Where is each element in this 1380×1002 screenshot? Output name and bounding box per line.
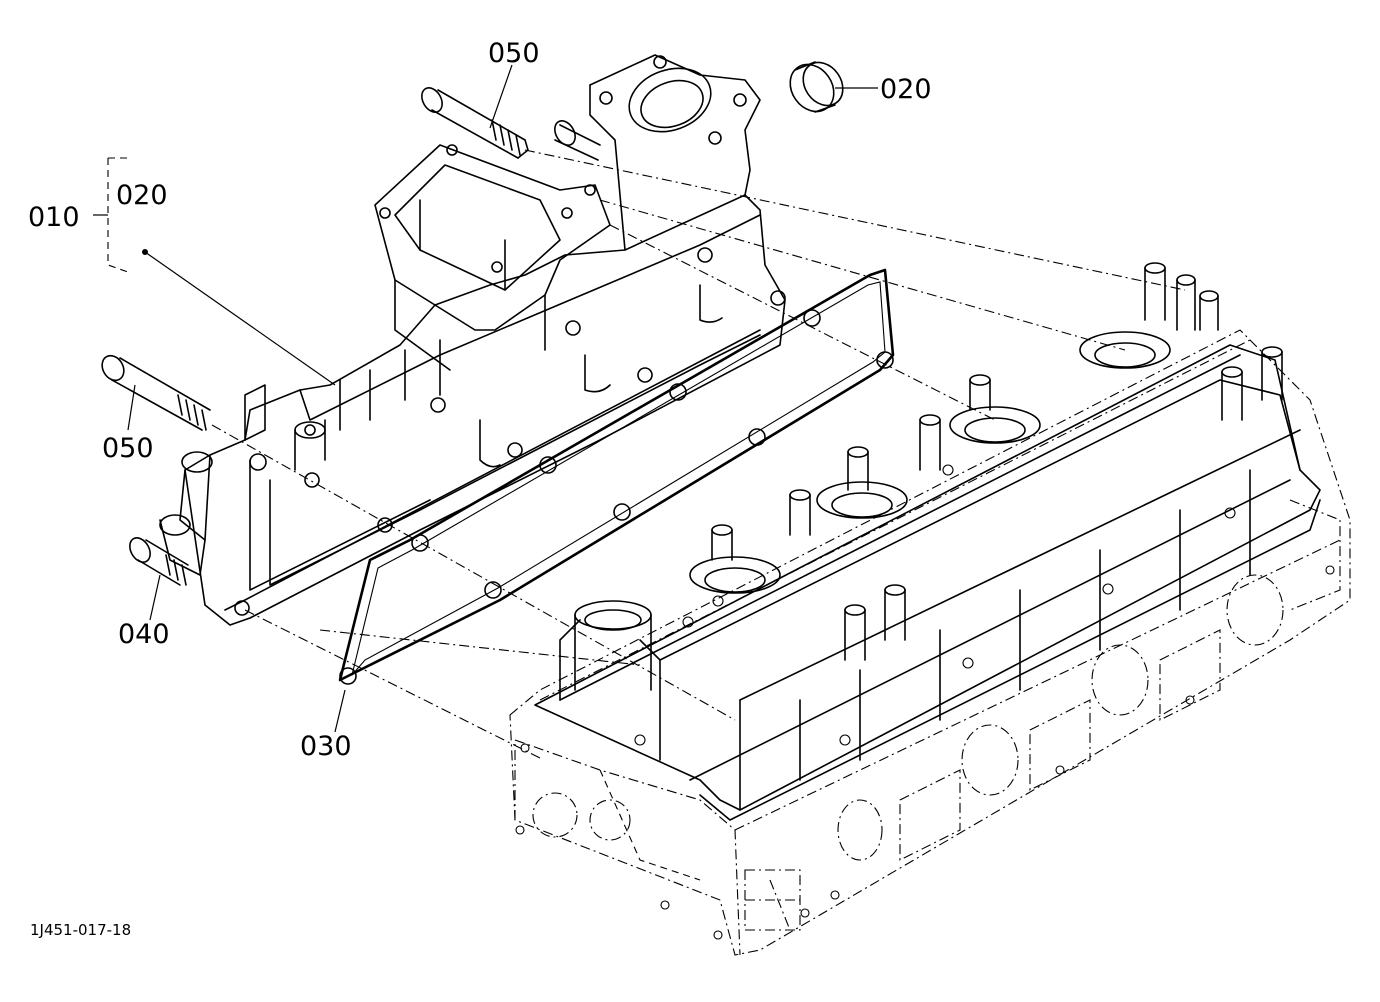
label-020-plug: 020 — [880, 74, 932, 105]
bolt-top — [421, 87, 529, 159]
plug-cap — [789, 61, 844, 113]
bolt-left — [101, 354, 211, 431]
label-050-top-bolt: 050 — [488, 38, 540, 69]
bolt-short — [129, 537, 189, 586]
head-cover — [534, 262, 1321, 821]
label-050-left-bolt: 050 — [102, 433, 154, 464]
alignment-lines — [211, 149, 1186, 759]
manifold-assembly — [159, 54, 786, 626]
cylinder-head — [509, 329, 1351, 956]
diagram-code: 1J451-017-18 — [30, 921, 131, 939]
label-020-assembly: 020 — [116, 180, 168, 211]
label-040-bolt: 040 — [118, 619, 170, 650]
label-010-assembly: 010 — [28, 202, 80, 233]
gasket — [338, 268, 895, 685]
leader-lines — [93, 64, 878, 733]
label-030-gasket: 030 — [300, 731, 352, 762]
